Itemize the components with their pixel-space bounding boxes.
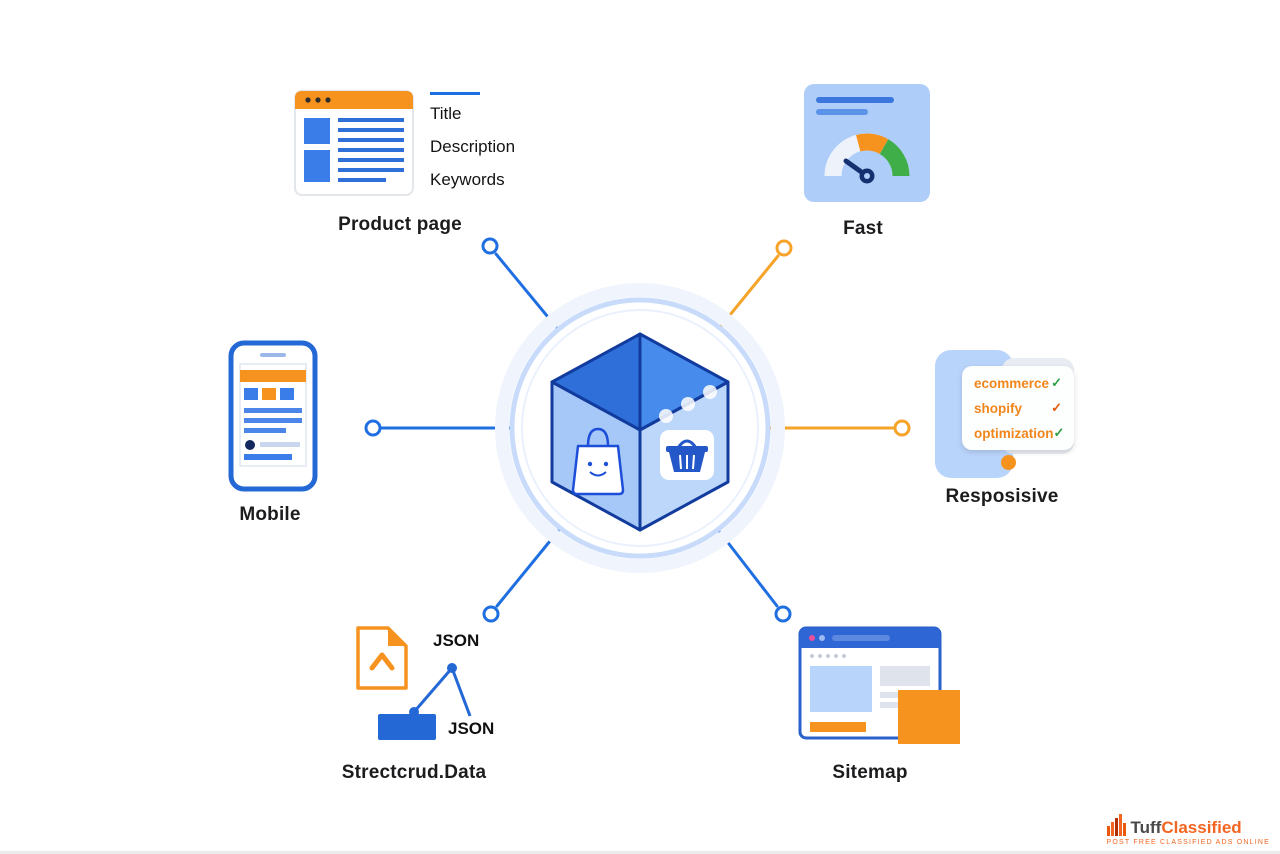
product-page-node	[294, 90, 414, 203]
orange-square	[898, 690, 960, 744]
spoke-lines	[380, 252, 895, 608]
check-icon: ✓	[1051, 375, 1062, 390]
seo-field-keywords: Keywords	[430, 170, 505, 189]
structured-data-caption: Strectcrud.Data	[341, 762, 487, 783]
sitemap-node	[798, 626, 966, 761]
sitemap-caption: Sitemap	[832, 762, 908, 783]
checklist-item-optimization: optimization	[974, 425, 1054, 441]
checklist-row: ecommerce ✓	[974, 375, 1062, 391]
checklist-row: optimization ✓	[974, 425, 1065, 441]
structured-data-icon	[356, 626, 472, 740]
checklist-item-ecommerce: ecommerce	[974, 375, 1050, 391]
sitemap-browser-icon	[798, 626, 960, 744]
seo-fields-list: Title Description Keywords	[430, 92, 515, 203]
json-label-bottom: JSON	[448, 719, 495, 738]
brand-name-accent: Classified	[1161, 818, 1242, 837]
checklist-row: shopify ✓	[974, 400, 1062, 416]
fast-caption: Fast	[843, 218, 883, 239]
browser-window-icon	[294, 90, 414, 196]
json-tree	[378, 663, 472, 740]
mobile-node	[228, 340, 318, 497]
fast-node	[804, 84, 930, 211]
check-icon: ✓	[1051, 400, 1062, 415]
brand-footer: TuffClassified Post Free Classified Ads …	[1106, 814, 1271, 846]
seo-field-description: Description	[430, 137, 516, 156]
responsive-checklist-card: ecommerce ✓ shopify ✓ optimization ✓	[962, 366, 1074, 450]
brand-tagline: Post Free Classified Ads Online	[1106, 839, 1270, 846]
brand-name: TuffClassified	[1131, 819, 1242, 836]
shopping-bag-icon	[571, 427, 625, 496]
bottom-edge-line	[0, 851, 1280, 854]
product-page-caption: Product page	[338, 214, 462, 235]
json-label-top: JSON	[433, 631, 480, 650]
package-box-icon	[550, 332, 730, 532]
seo-field-title: Title	[430, 104, 462, 123]
orange-dot	[1001, 455, 1016, 470]
mobile-caption: Mobile	[239, 504, 301, 525]
bar-chart-logo-icon	[1106, 814, 1126, 836]
orange-underline	[810, 722, 866, 732]
checklist-item-shopify: shopify	[974, 400, 1023, 416]
structured-data-node	[352, 622, 502, 757]
responsive-caption: Resposisive	[945, 486, 1059, 507]
shopping-basket-icon	[660, 430, 714, 480]
document-icon	[356, 626, 408, 690]
seo-fields-accent-line	[430, 92, 480, 95]
smartphone-icon	[228, 340, 318, 492]
brand-name-primary: Tuff	[1130, 818, 1162, 837]
spoke-endpoints	[364, 237, 911, 623]
check-icon: ✓	[1053, 425, 1065, 440]
speed-gauge-icon	[804, 84, 930, 202]
